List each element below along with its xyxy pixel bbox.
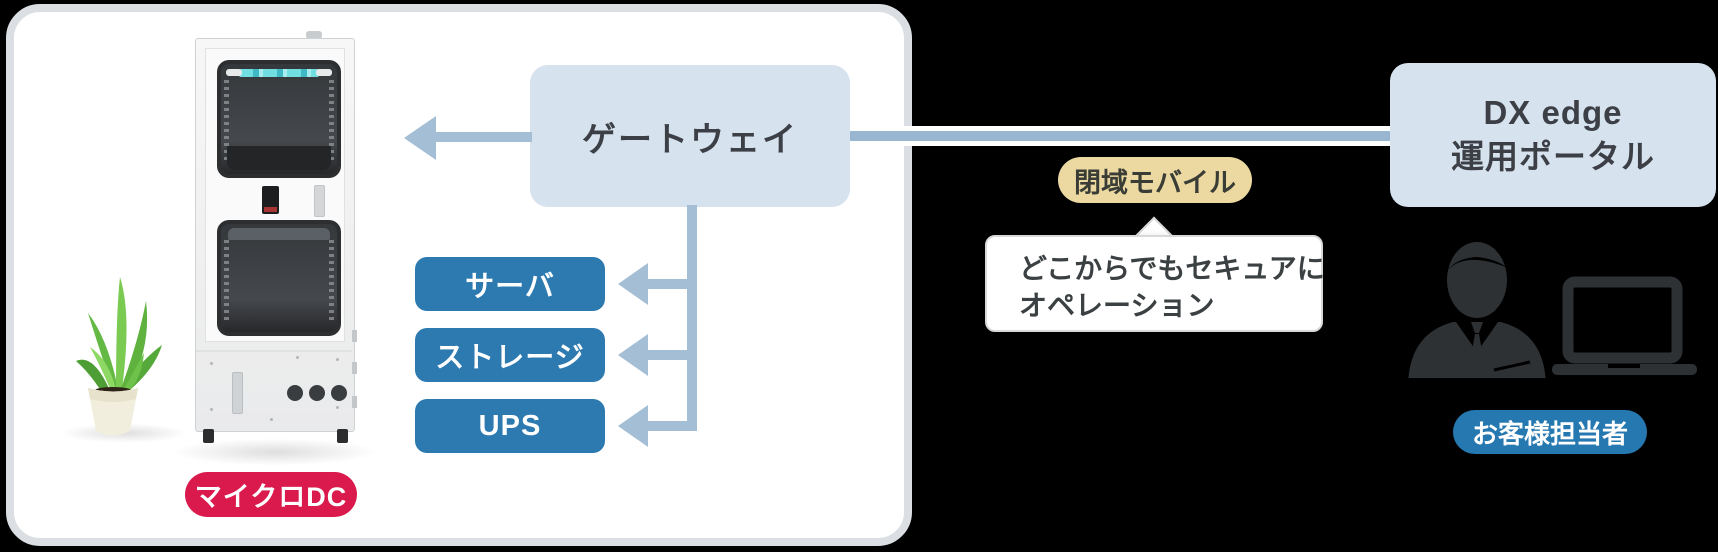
branch-line-ups bbox=[646, 421, 692, 431]
rack-lower-window bbox=[217, 220, 341, 336]
rack-vent-hole bbox=[331, 385, 347, 401]
branch-line-server bbox=[646, 279, 692, 289]
rack-hinge bbox=[352, 396, 357, 408]
callout-line1: どこからでもセキュアに bbox=[1019, 253, 1325, 284]
device-label: ストレージ bbox=[435, 342, 585, 374]
rack-rail bbox=[329, 240, 334, 322]
device-box-server: サーバ bbox=[415, 257, 605, 311]
customer-rep-label: お客様担当者 bbox=[1471, 418, 1628, 449]
rack-led-cap-right bbox=[316, 69, 332, 76]
rack-foot bbox=[203, 429, 214, 443]
gateway-to-rack-line bbox=[436, 132, 532, 142]
closed-mobile-label: 閉域モバイル bbox=[1074, 167, 1236, 198]
branch-line-storage bbox=[646, 350, 692, 360]
jacket-pocket-line bbox=[1493, 360, 1531, 372]
device-label: サーバ bbox=[465, 271, 555, 303]
callout-line2: オペレーション bbox=[1019, 290, 1215, 321]
rack-base-divider bbox=[196, 350, 352, 352]
rack-window-bottom bbox=[227, 146, 331, 170]
rack-led-cap-left bbox=[226, 69, 242, 76]
laptop-icon bbox=[1552, 276, 1697, 375]
potted-plant-icon bbox=[76, 277, 162, 436]
rack-shadow bbox=[168, 438, 382, 466]
tie-icon bbox=[1469, 322, 1485, 378]
rack-led-strip bbox=[239, 69, 319, 77]
gateway-label: ゲートウェイ bbox=[582, 120, 798, 159]
customer-rep-badge: お客様担当者 bbox=[1453, 410, 1647, 454]
rack-vent-hole bbox=[287, 385, 303, 401]
rack-base-slot bbox=[232, 372, 243, 414]
micro-dc-badge-label: マイクロDC bbox=[194, 482, 348, 512]
arrowhead-server bbox=[618, 263, 648, 305]
rack-hinge bbox=[352, 362, 357, 374]
arrowhead-ups bbox=[618, 405, 648, 447]
rack-keypad bbox=[262, 186, 279, 214]
dx-edge-portal-box: DX edge 運用ポータル bbox=[1390, 63, 1716, 207]
closed-mobile-badge: 閉域モバイル bbox=[1058, 157, 1252, 203]
rack-screws bbox=[210, 362, 213, 365]
rack-hinge bbox=[352, 330, 357, 342]
rack-rail bbox=[224, 80, 229, 164]
rack-upper-window bbox=[217, 60, 341, 178]
arrowhead-storage bbox=[618, 334, 648, 376]
micro-dc-badge: マイクロDC bbox=[185, 472, 357, 517]
gateway-device-trunk-line bbox=[687, 205, 697, 431]
rack-rail bbox=[224, 240, 229, 322]
rack-vent-hole bbox=[309, 385, 325, 401]
portal-label-line2: 運用ポータル bbox=[1451, 138, 1655, 175]
business-person-with-laptop-icon bbox=[1408, 242, 1697, 378]
rack-rail bbox=[329, 80, 334, 164]
wan-line bbox=[846, 131, 1394, 141]
rack-foot bbox=[337, 429, 348, 443]
gateway-to-rack-arrowhead bbox=[404, 116, 436, 160]
server-bezel bbox=[228, 228, 330, 240]
rack-slot bbox=[314, 185, 325, 217]
secure-operation-callout: どこからでもセキュアに オペレーション bbox=[985, 235, 1325, 332]
portal-label-line1: DX edge bbox=[1483, 94, 1623, 131]
gateway-box: ゲートウェイ bbox=[530, 65, 850, 207]
device-box-ups: UPS bbox=[415, 399, 605, 453]
rack-handle bbox=[306, 31, 322, 39]
device-box-storage: ストレージ bbox=[415, 328, 605, 382]
device-label: UPS bbox=[478, 409, 542, 442]
